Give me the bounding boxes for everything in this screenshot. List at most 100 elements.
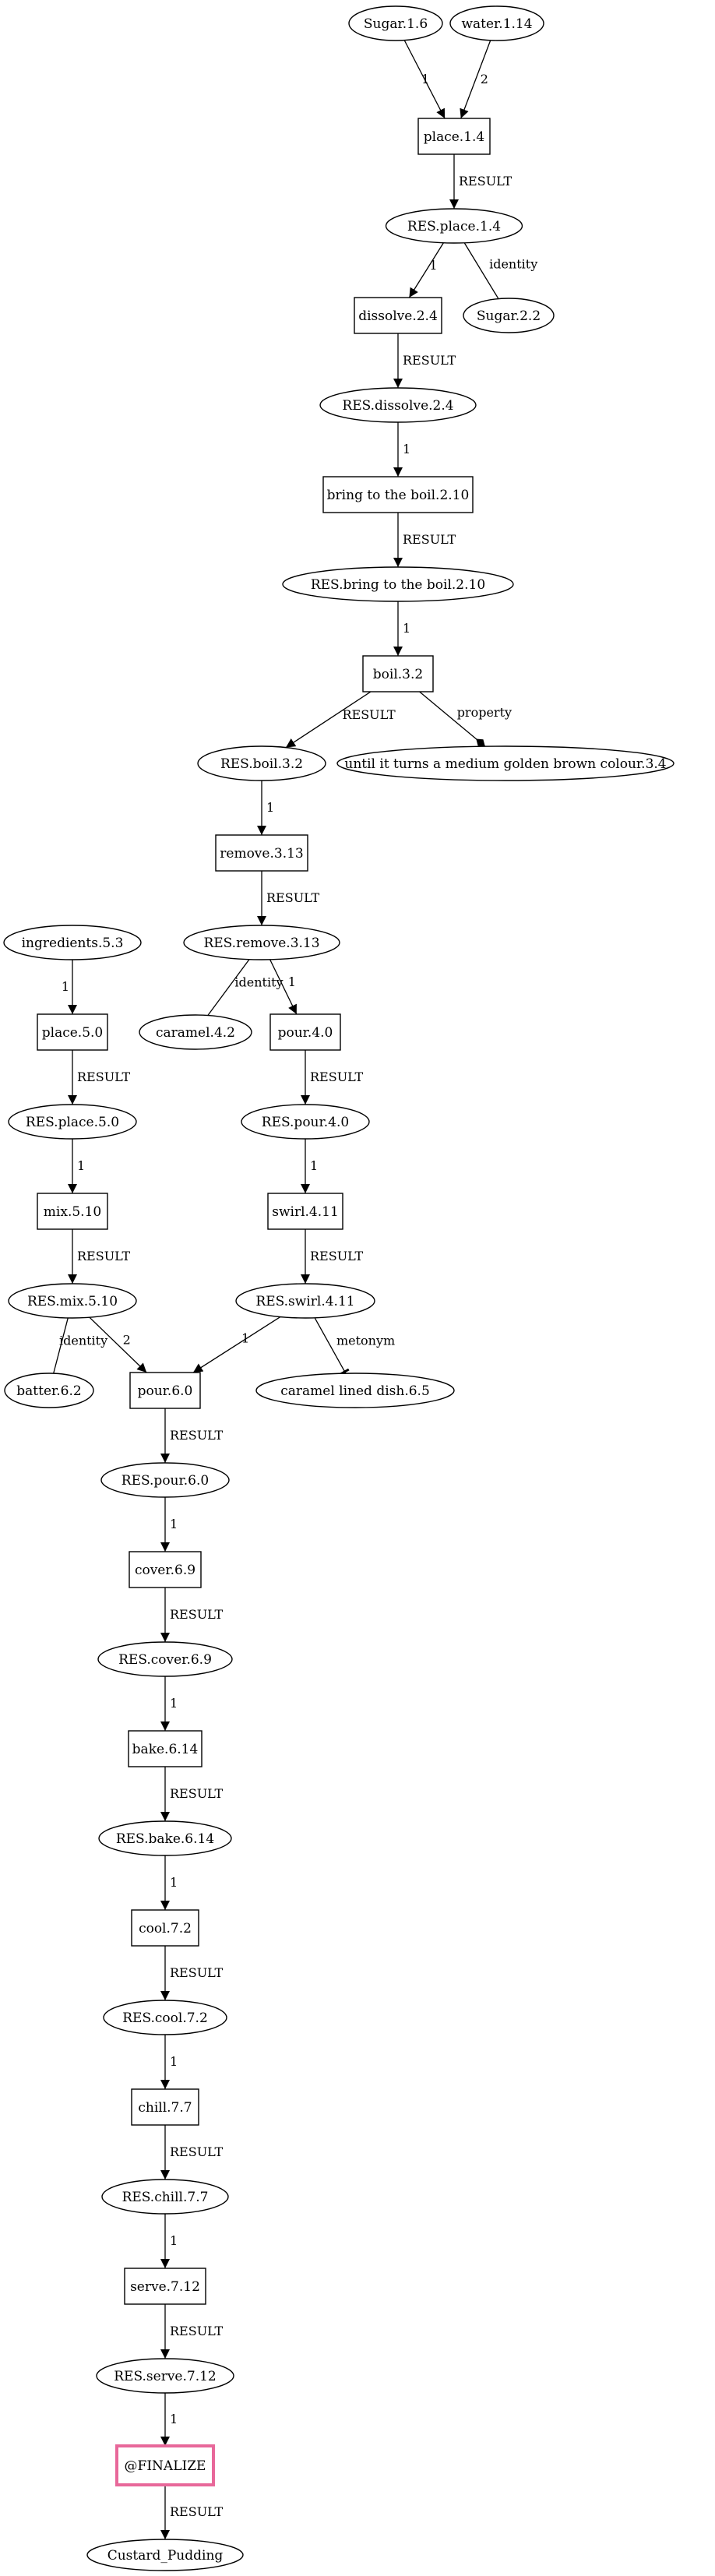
node-cool-7-2: cool.7.2 [131, 1909, 199, 1947]
node-res-place-1-4: RES.place.1.4 [385, 208, 523, 244]
edge-label-1: 1 [170, 2233, 178, 2248]
node-label: RES.pour.6.0 [122, 1473, 209, 1489]
node-mix-5-10: mix.5.10 [37, 1193, 108, 1230]
edge-label-1: 1 [77, 1158, 85, 1173]
node-ellipse [100, 1462, 230, 1498]
node-chill-7-7: chill.7.7 [131, 2088, 199, 2126]
node-ellipse [8, 1104, 137, 1140]
node-ellipse [3, 925, 142, 960]
node-ingredients-5-3: ingredients.5.3 [3, 925, 142, 960]
node-box [129, 1551, 202, 1588]
node-res-pour-6-0: RES.pour.6.0 [100, 1462, 230, 1498]
node-label: place.1.4 [424, 129, 484, 145]
node-sugar-1-6: Sugar.1.6 [348, 5, 443, 41]
edge-resplace14-to-sugar22 [463, 242, 499, 299]
node-label: RES.cool.7.2 [122, 2010, 208, 2026]
node-box [37, 1193, 108, 1230]
node-label: @FINALIZE [125, 2458, 206, 2474]
edge-label-1: 1 [403, 621, 410, 636]
node-box [267, 1193, 343, 1230]
node-label: bake.6.14 [132, 1742, 199, 1757]
node-remove-3-13: remove.3.13 [215, 834, 308, 872]
node-res-place-5-0: RES.place.5.0 [8, 1104, 137, 1140]
edge-label-result: RESULT [170, 1428, 223, 1443]
node-ellipse [241, 1104, 370, 1140]
node-box [417, 118, 491, 155]
edge-resremove313-to-caramel42 [207, 959, 250, 1016]
node-label: RES.place.1.4 [407, 219, 501, 234]
node-ellipse [463, 298, 555, 333]
node-label: water.1.14 [461, 16, 532, 32]
edge-label-result: RESULT [403, 532, 456, 547]
node-label: pour.4.0 [278, 1025, 333, 1041]
edge-label-1: 1 [241, 1330, 249, 1345]
node-box [129, 1372, 201, 1409]
node-label: Sugar.2.2 [477, 308, 541, 324]
node-label: dissolve.2.4 [358, 308, 438, 324]
edge-label-identity: identity [489, 257, 537, 272]
node-label: RES.swirl.4.11 [255, 1294, 354, 1309]
edge-label-1: 1 [170, 2412, 178, 2426]
edge-label-1: 1 [310, 1158, 318, 1173]
edge-boil32-to-resboil32 [285, 691, 372, 749]
node-label: RES.pour.4.0 [262, 1115, 349, 1130]
node-ellipse [235, 1283, 375, 1319]
node-boil-3-2: boil.3.2 [362, 655, 434, 692]
node-ellipse [103, 2000, 227, 2035]
edge-label-1: 1 [170, 1875, 178, 1890]
node-label: pour.6.0 [138, 1383, 193, 1399]
edge-label-1: 1 [170, 1696, 178, 1711]
node-label: swirl.4.11 [272, 1204, 339, 1220]
node-res-cool-7-2: RES.cool.7.2 [103, 2000, 227, 2035]
node-label: RES.place.5.0 [26, 1115, 119, 1130]
edge-label-result: RESULT [77, 1249, 130, 1263]
node-res-serve-7-12: RES.serve.7.12 [96, 2358, 234, 2394]
node-ellipse [4, 1373, 94, 1408]
node-label: Custard_Pudding [107, 2548, 224, 2564]
node-label: ingredients.5.3 [22, 936, 124, 951]
node-label: RES.serve.7.12 [114, 2369, 216, 2384]
node-res-bring-to-the-boil-2-10: RES.bring to the boil.2.10 [282, 566, 514, 602]
edge-label-result: RESULT [403, 353, 456, 368]
edge-label-1: 1 [170, 1517, 178, 1531]
node-water-1-14: water.1.14 [449, 5, 544, 41]
edge-label-result: RESULT [342, 707, 395, 722]
edge-label-1: 1 [170, 2054, 178, 2069]
node-label: RES.bake.6.14 [116, 1831, 214, 1847]
node-batter-6-2: batter.6.2 [4, 1373, 94, 1408]
node-label: RES.mix.5.10 [27, 1294, 118, 1309]
edge-boil32-to-until34 [419, 691, 486, 747]
node-label: bring to the boil.2.10 [327, 488, 470, 503]
node-box [215, 834, 308, 872]
edge-resswirl411-to-pour60 [192, 1316, 281, 1373]
node-bake-6-14: bake.6.14 [128, 1730, 203, 1767]
node-ellipse [97, 1641, 233, 1677]
node-label: serve.7.12 [130, 2279, 200, 2295]
edge-label-2: 2 [481, 72, 488, 86]
node-custard-pudding: Custard_Pudding [86, 2539, 244, 2571]
node-label: caramel lined dish.6.5 [280, 1383, 430, 1399]
node-label: RES.cover.6.9 [118, 1652, 212, 1668]
node-bring-to-the-boil-2-10: bring to the boil.2.10 [322, 476, 474, 513]
edge-label-metonym: metonym [336, 1333, 395, 1348]
node-ellipse [101, 2179, 229, 2215]
node-pour-6-0: pour.6.0 [129, 1372, 201, 1409]
node-box [322, 476, 474, 513]
node-label: RES.remove.3.13 [203, 936, 319, 951]
edge-label-result: RESULT [170, 2144, 223, 2159]
edge-label-result: RESULT [310, 1249, 363, 1263]
node-box [124, 2268, 206, 2305]
node-box [354, 297, 442, 334]
node-label: RES.dissolve.2.4 [342, 398, 453, 414]
node-label: caramel.4.2 [156, 1025, 235, 1041]
node-box [131, 1909, 199, 1947]
node-label: place.5.0 [42, 1025, 103, 1041]
node-label: cover.6.9 [135, 1563, 195, 1578]
edge-label-identity: identity [59, 1334, 107, 1348]
node-box [131, 2088, 199, 2126]
node-label: RES.bring to the boil.2.10 [311, 577, 485, 593]
node-box [37, 1013, 108, 1051]
node-ellipse [348, 5, 443, 41]
edge-label-property: property [457, 705, 512, 720]
